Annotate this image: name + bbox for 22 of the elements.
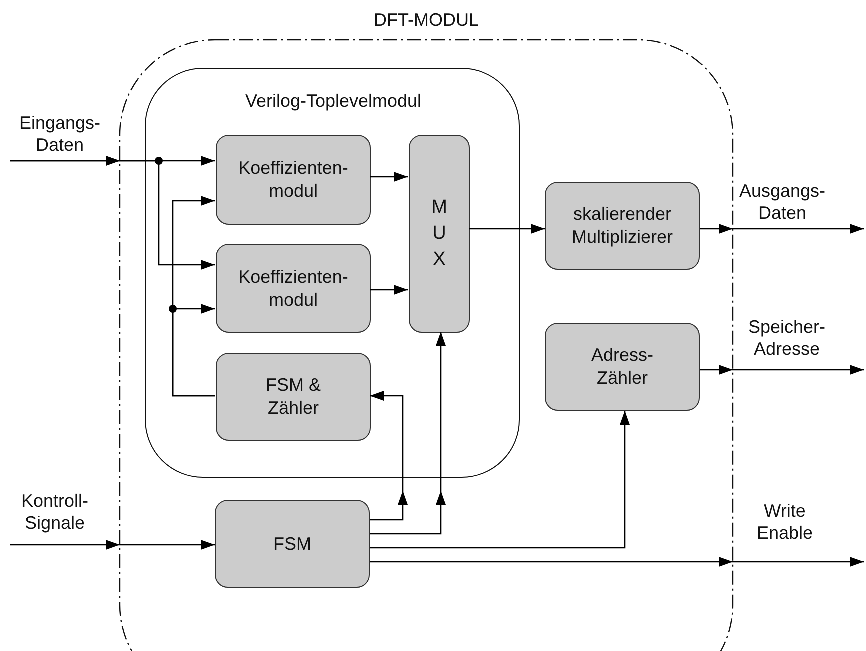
process-box bbox=[545, 323, 700, 411]
edge-label: Ausgangs- Daten bbox=[738, 180, 827, 224]
module-frame bbox=[145, 68, 520, 478]
box-label: FSM & Zähler bbox=[264, 374, 322, 420]
edge-label: Speicher- Adresse bbox=[747, 316, 827, 360]
edge-label: Write Enable bbox=[756, 500, 814, 544]
process-box bbox=[216, 353, 371, 441]
box-label: FSM bbox=[274, 532, 312, 556]
edge-label: Kontroll- Signale bbox=[20, 490, 90, 534]
process-box bbox=[216, 244, 371, 333]
edge-label: Eingangs- Daten bbox=[18, 112, 102, 156]
module-heading: Verilog-Toplevelmodul bbox=[244, 91, 423, 112]
box-label: Adress- Zähler bbox=[590, 344, 654, 390]
box-label: MUX bbox=[430, 196, 448, 272]
process-box bbox=[409, 135, 470, 333]
box-label: Koeffizienten- modul bbox=[238, 266, 350, 312]
box-label: skalierender Multiplizierer bbox=[570, 203, 674, 249]
box-label: Koeffizienten- modul bbox=[238, 157, 350, 203]
module-title: DFT-MODUL bbox=[373, 10, 480, 31]
process-box bbox=[216, 135, 371, 225]
process-box bbox=[215, 500, 370, 588]
process-box bbox=[545, 182, 700, 270]
